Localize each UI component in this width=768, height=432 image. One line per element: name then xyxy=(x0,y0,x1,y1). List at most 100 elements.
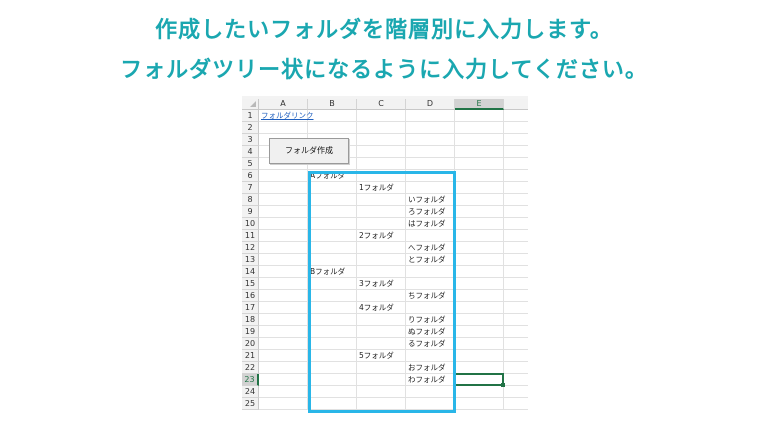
cell-f15[interactable] xyxy=(504,278,528,290)
row-header-19[interactable]: 19 xyxy=(242,326,259,338)
row-header-20[interactable]: 20 xyxy=(242,338,259,350)
cell-c21[interactable]: 5フォルダ xyxy=(357,350,406,362)
cell-a2[interactable] xyxy=(259,122,308,134)
cell-e18[interactable] xyxy=(455,314,504,326)
cell-d2[interactable] xyxy=(406,122,455,134)
cell-c5[interactable] xyxy=(357,158,406,170)
cell-f12[interactable] xyxy=(504,242,528,254)
row-header-12[interactable]: 12 xyxy=(242,242,259,254)
column-header-d[interactable]: D xyxy=(406,99,455,110)
cell-e15[interactable] xyxy=(455,278,504,290)
cell-e19[interactable] xyxy=(455,326,504,338)
cell-a18[interactable] xyxy=(259,314,308,326)
cell-a19[interactable] xyxy=(259,326,308,338)
row-header-11[interactable]: 11 xyxy=(242,230,259,242)
cell-f5[interactable] xyxy=(504,158,528,170)
cell-e21[interactable] xyxy=(455,350,504,362)
cell-a17[interactable] xyxy=(259,302,308,314)
cell-f10[interactable] xyxy=(504,218,528,230)
cell-f17[interactable] xyxy=(504,302,528,314)
cell-f4[interactable] xyxy=(504,146,528,158)
cell-c18[interactable] xyxy=(357,314,406,326)
cell-c9[interactable] xyxy=(357,206,406,218)
cell-c19[interactable] xyxy=(357,326,406,338)
cell-e8[interactable] xyxy=(455,194,504,206)
cell-b12[interactable] xyxy=(308,242,357,254)
cell-e9[interactable] xyxy=(455,206,504,218)
cell-e10[interactable] xyxy=(455,218,504,230)
cell-f7[interactable] xyxy=(504,182,528,194)
cell-f16[interactable] xyxy=(504,290,528,302)
cell-f18[interactable] xyxy=(504,314,528,326)
cell-a5[interactable] xyxy=(259,158,308,170)
cell-a25[interactable] xyxy=(259,398,308,410)
cell-b10[interactable] xyxy=(308,218,357,230)
active-cell-selection[interactable] xyxy=(454,373,505,387)
cell-f19[interactable] xyxy=(504,326,528,338)
cell-f24[interactable] xyxy=(504,386,528,398)
fill-handle[interactable] xyxy=(501,383,505,387)
cell-b1[interactable] xyxy=(308,110,357,122)
row-header-8[interactable]: 8 xyxy=(242,194,259,206)
cell-b25[interactable] xyxy=(308,398,357,410)
cell-a24[interactable] xyxy=(259,386,308,398)
cell-a21[interactable] xyxy=(259,350,308,362)
row-header-13[interactable]: 13 xyxy=(242,254,259,266)
column-header-c[interactable]: C xyxy=(357,99,406,110)
cell-e6[interactable] xyxy=(455,170,504,182)
cell-d4[interactable] xyxy=(406,146,455,158)
cell-a7[interactable] xyxy=(259,182,308,194)
cell-f11[interactable] xyxy=(504,230,528,242)
cell-f21[interactable] xyxy=(504,350,528,362)
cell-c13[interactable] xyxy=(357,254,406,266)
cell-f8[interactable] xyxy=(504,194,528,206)
cell-e5[interactable] xyxy=(455,158,504,170)
cell-a11[interactable] xyxy=(259,230,308,242)
cell-a22[interactable] xyxy=(259,362,308,374)
cell-a12[interactable] xyxy=(259,242,308,254)
cell-f3[interactable] xyxy=(504,134,528,146)
row-header-24[interactable]: 24 xyxy=(242,386,259,398)
row-header-14[interactable]: 14 xyxy=(242,266,259,278)
row-header-16[interactable]: 16 xyxy=(242,290,259,302)
cell-c12[interactable] xyxy=(357,242,406,254)
cell-c7[interactable]: 1フォルダ xyxy=(357,182,406,194)
cell-b16[interactable] xyxy=(308,290,357,302)
row-header-25[interactable]: 25 xyxy=(242,398,259,410)
cell-f2[interactable] xyxy=(504,122,528,134)
cell-e2[interactable] xyxy=(455,122,504,134)
column-header-e[interactable]: E xyxy=(455,99,504,110)
cell-d3[interactable] xyxy=(406,134,455,146)
row-header-21[interactable]: 21 xyxy=(242,350,259,362)
cell-b13[interactable] xyxy=(308,254,357,266)
cell-b5[interactable] xyxy=(308,158,357,170)
cell-e4[interactable] xyxy=(455,146,504,158)
cell-e20[interactable] xyxy=(455,338,504,350)
column-header-b[interactable]: B xyxy=(308,99,357,110)
cell-c3[interactable] xyxy=(357,134,406,146)
cell-a10[interactable] xyxy=(259,218,308,230)
row-header-23[interactable]: 23 xyxy=(242,374,259,386)
cell-a9[interactable] xyxy=(259,206,308,218)
cell-c23[interactable] xyxy=(357,374,406,386)
cell-d1[interactable] xyxy=(406,110,455,122)
row-header-15[interactable]: 15 xyxy=(242,278,259,290)
cell-b7[interactable] xyxy=(308,182,357,194)
cell-c20[interactable] xyxy=(357,338,406,350)
cell-e3[interactable] xyxy=(455,134,504,146)
cell-a20[interactable] xyxy=(259,338,308,350)
cell-b22[interactable] xyxy=(308,362,357,374)
folder-link-cell[interactable]: フォルダリンク xyxy=(259,110,314,122)
cell-c11[interactable]: 2フォルダ xyxy=(357,230,406,242)
cell-e11[interactable] xyxy=(455,230,504,242)
cell-c10[interactable] xyxy=(357,218,406,230)
cell-c4[interactable] xyxy=(357,146,406,158)
row-header-1[interactable]: 1 xyxy=(242,110,259,122)
cell-e13[interactable] xyxy=(455,254,504,266)
cell-c16[interactable] xyxy=(357,290,406,302)
cell-f25[interactable] xyxy=(504,398,528,410)
cell-a14[interactable] xyxy=(259,266,308,278)
cell-c24[interactable] xyxy=(357,386,406,398)
cell-c6[interactable] xyxy=(357,170,406,182)
cell-b9[interactable] xyxy=(308,206,357,218)
